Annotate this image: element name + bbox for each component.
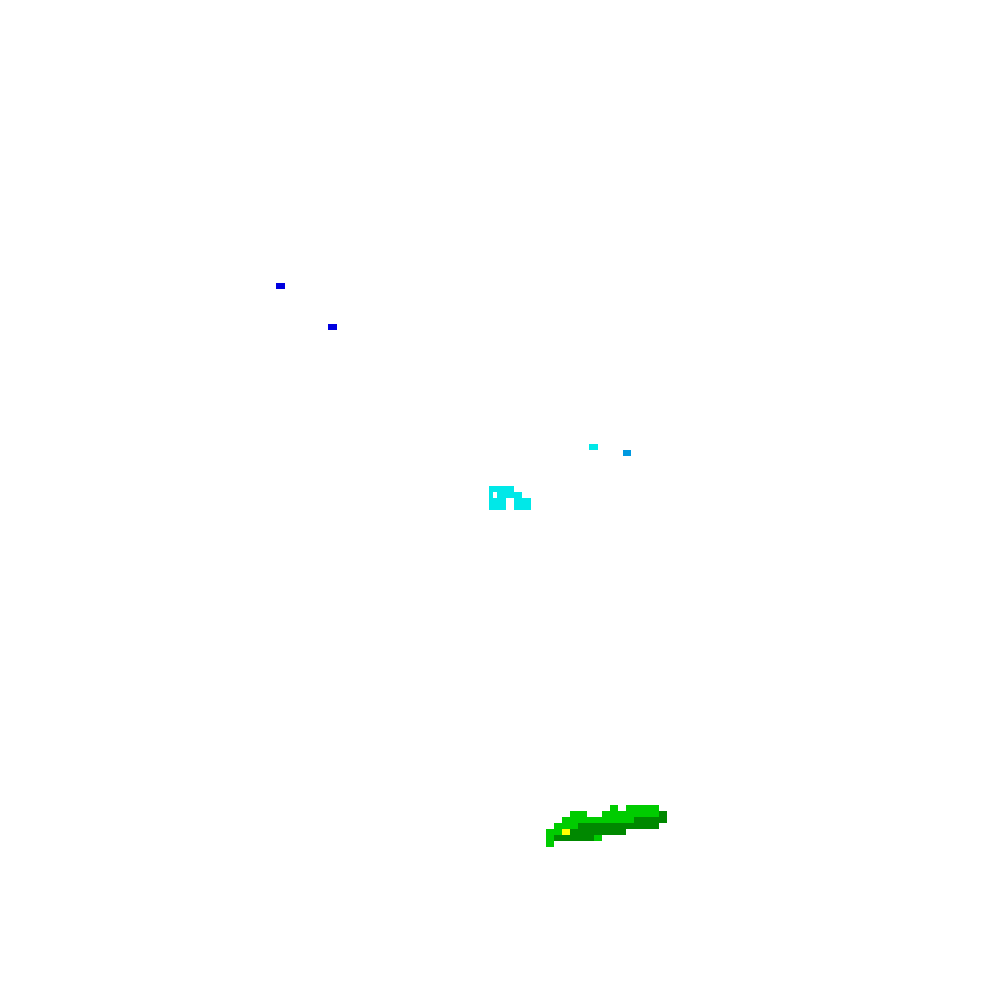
echo-cyan-center <box>489 486 531 510</box>
echo-green-band-south <box>546 805 667 847</box>
echo-cyan-center-east-1 <box>589 444 598 450</box>
echo-lightblue-center-east-2 <box>623 450 631 456</box>
echo-yellow-core-south <box>562 829 570 835</box>
echo-blue-northwest-1 <box>276 283 285 289</box>
echo-blue-northwest-2 <box>328 324 337 330</box>
